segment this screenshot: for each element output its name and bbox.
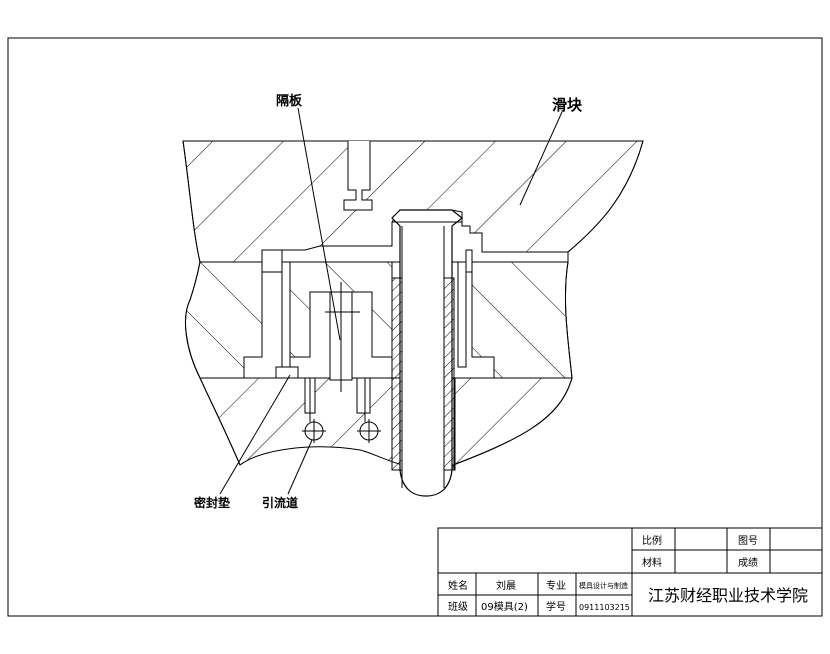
- drawing-frame: [7, 37, 823, 617]
- middle-plate-section-right: [471, 261, 573, 379]
- title-block: [437, 527, 823, 617]
- leader-channel: [287, 439, 313, 495]
- label-channel: 引流道: [262, 495, 298, 510]
- slider-groove: [343, 141, 373, 211]
- grade-label: 成绩: [738, 556, 758, 569]
- scale-label: 比例: [642, 534, 662, 547]
- class-label: 班级: [448, 601, 468, 613]
- name-value: 刘晨: [496, 580, 516, 592]
- class-value: 09模具(2): [481, 601, 528, 613]
- name-label: 姓名: [448, 579, 468, 592]
- major-value: 模具设计与制造: [579, 581, 628, 590]
- middle-plate-section: [185, 261, 263, 379]
- student-no-value: 0911103215: [579, 603, 630, 612]
- leader-slider: [519, 111, 563, 206]
- sleeve-hatch-right: [443, 277, 455, 471]
- left-recess: [261, 249, 283, 273]
- right-recess: [465, 249, 473, 273]
- school-name: 江苏财经职业技术学院: [648, 586, 808, 605]
- drawing-no-label: 图号: [738, 535, 758, 547]
- break-line-right: [439, 140, 644, 471]
- material-label: 材料: [642, 556, 662, 569]
- break-line-left: [182, 140, 241, 466]
- leader-baffle: [297, 107, 341, 341]
- seal-pad: [275, 366, 299, 379]
- right-post: [457, 261, 467, 368]
- label-baffle: 隔板: [276, 93, 303, 109]
- left-post: [281, 261, 291, 368]
- bottom-plate-section: [199, 377, 573, 471]
- major-label: 专业: [546, 579, 566, 592]
- label-seal: 密封垫: [194, 495, 230, 510]
- student-no-label: 学号: [546, 600, 566, 613]
- sleeve-hatch-left: [391, 277, 403, 471]
- leader-seal: [219, 374, 291, 495]
- label-slider: 滑块: [552, 96, 583, 114]
